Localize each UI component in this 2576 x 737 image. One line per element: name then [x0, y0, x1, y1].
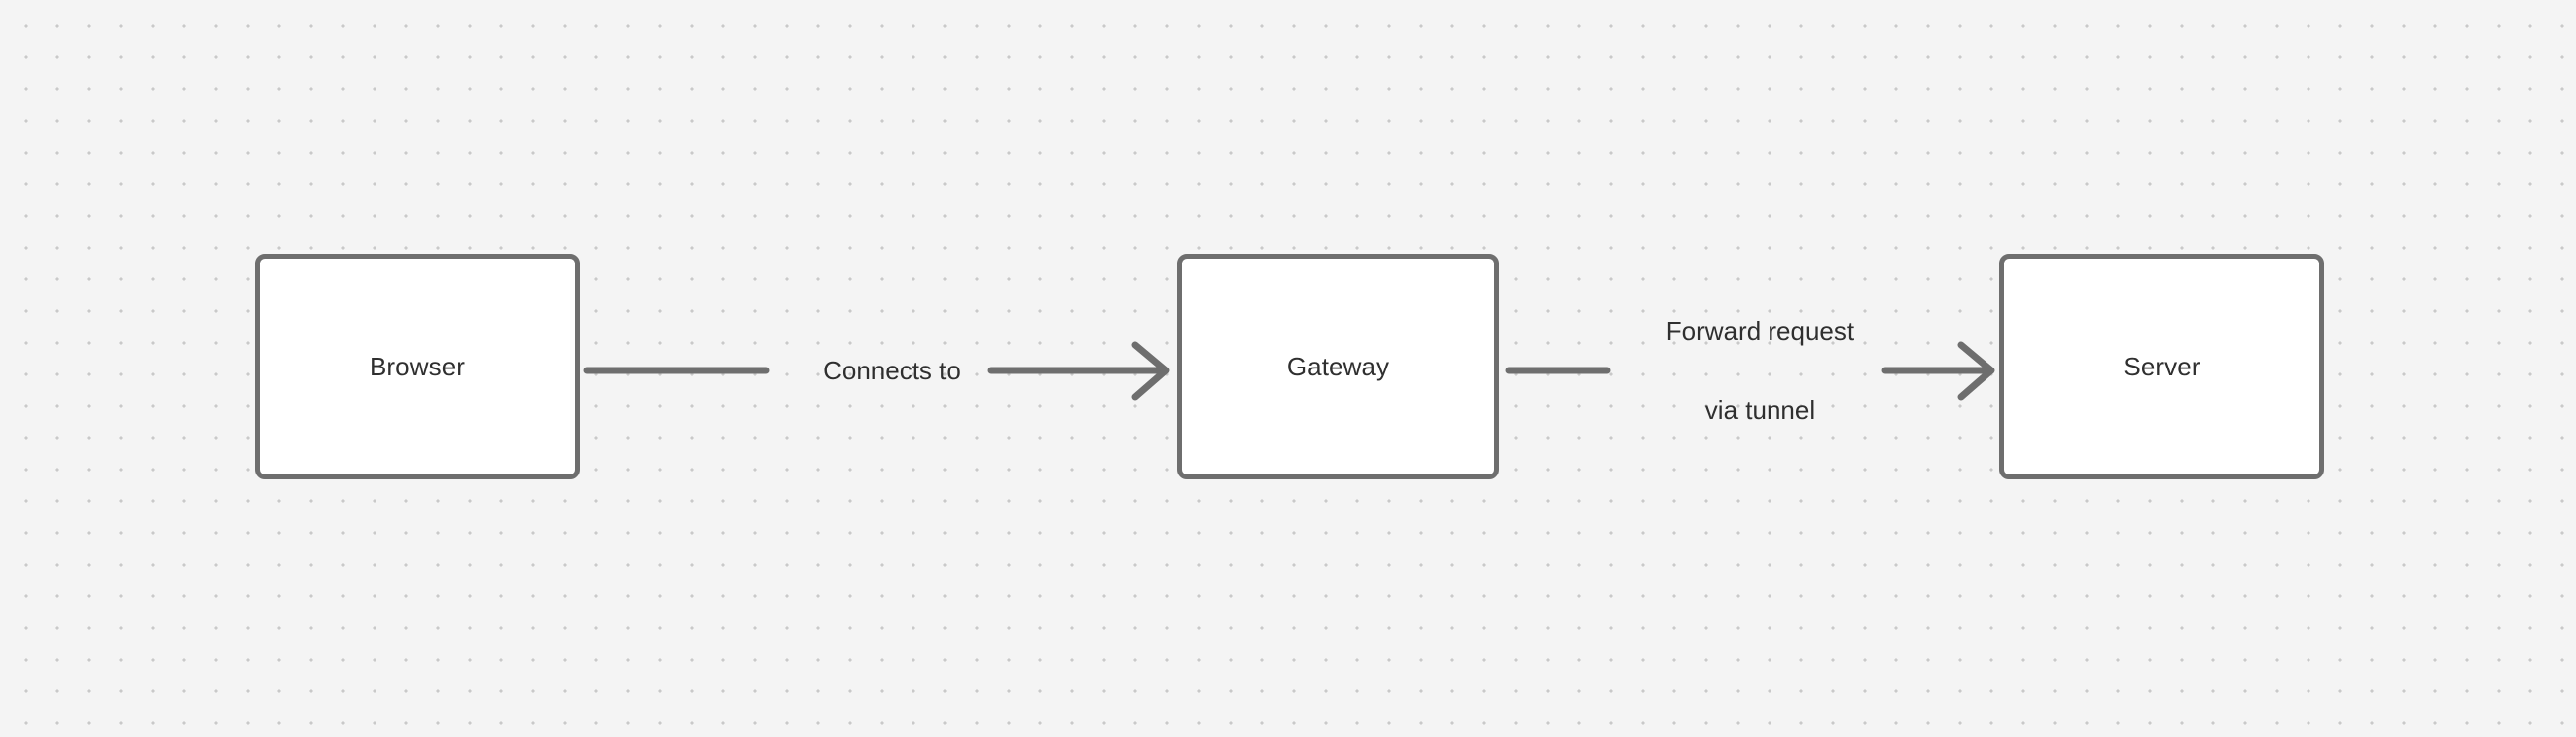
edge-label-gateway-to-server-line-2: via tunnel [1704, 395, 1816, 425]
edge-label-browser-to-gateway: Connects to [795, 311, 961, 430]
node-browser[interactable]: Browser [255, 254, 580, 479]
node-gateway[interactable]: Gateway [1177, 254, 1499, 479]
node-gateway-label: Gateway [1286, 352, 1390, 381]
edge-browser-to-gateway-arrowhead [1131, 341, 1170, 401]
node-server-label: Server [2123, 352, 2200, 381]
edge-label-browser-to-gateway-line-1: Connects to [823, 356, 961, 385]
edge-label-gateway-to-server-line-1: Forward request [1665, 316, 1855, 346]
node-server[interactable]: Server [1999, 254, 2324, 479]
edge-label-gateway-to-server: Forward request via tunnel [1638, 271, 1854, 470]
node-browser-label: Browser [369, 352, 466, 381]
edge-gateway-to-server-arrowhead [1957, 341, 1995, 401]
